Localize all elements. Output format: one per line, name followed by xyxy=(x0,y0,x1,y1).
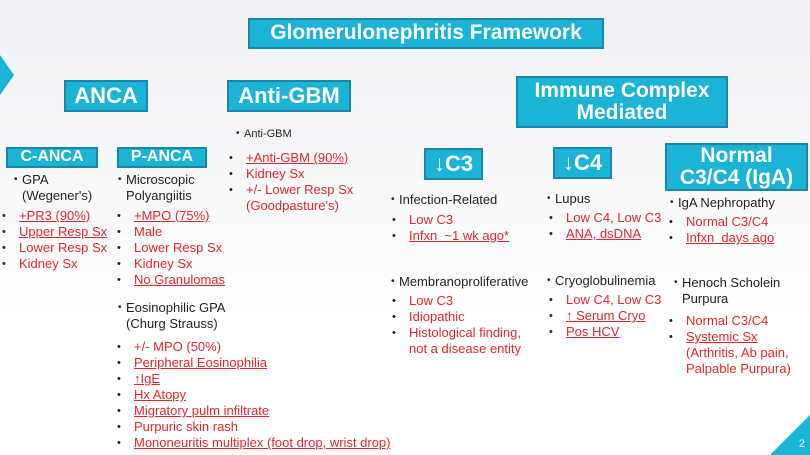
item-text: Hx Atopy xyxy=(134,387,187,402)
list-item: ANA, dsDNA xyxy=(549,226,661,242)
block-items: +/- MPO (50%)Peripheral Eosinophilia↑IgE… xyxy=(117,339,391,451)
list-item: Infxn ~1 wk ago* xyxy=(392,228,509,244)
block-items: Low C4, Low C3↑ Serum CryoPos HCV xyxy=(549,292,661,340)
item-text: Infxn days ago xyxy=(686,230,775,245)
block-heading: IgA Nephropathy xyxy=(670,195,775,211)
item-text: Histological finding, not a disease enti… xyxy=(409,325,522,356)
arrow-decoration xyxy=(0,55,14,95)
item-text: Low C3 xyxy=(409,293,454,308)
list-item: Low C4, Low C3 xyxy=(549,292,661,308)
list-item: Mononeuritis multiplex (foot drop, wrist… xyxy=(117,435,391,451)
item-text: Lower Resp Sx xyxy=(134,240,223,255)
item-text: +PR3 (90%) xyxy=(19,208,91,223)
block-heading: Cryoglobulinemia xyxy=(547,273,655,289)
block-heading: Eosinophilic GPA (Churg Strauss) xyxy=(118,300,225,332)
list-item: Systemic Sx (Arthritis, Ab pain, Palpabl… xyxy=(669,329,791,377)
category-anca: ANCA xyxy=(64,80,148,112)
item-text: Low C4, Low C3 xyxy=(566,292,662,307)
list-item: +/- MPO (50%) xyxy=(117,339,391,355)
item-text: Normal C3/C4 xyxy=(686,214,769,229)
block-heading: Microscopic Polyangiitis xyxy=(118,172,195,204)
block-heading: Membranoproliferative xyxy=(391,274,528,290)
list-item: No Granulomas xyxy=(117,272,225,288)
block-heading: GPA (Wegener's) xyxy=(14,172,92,204)
subcategory-low-c4: ↓C4 xyxy=(553,147,612,179)
item-text: +/- Lower Resp Sx (Goodpasture's) xyxy=(246,182,354,213)
list-item: +PR3 (90%) xyxy=(2,208,107,224)
item-text: Infxn ~1 wk ago* xyxy=(409,228,510,243)
block-items: Low C4, Low C3ANA, dsDNA xyxy=(549,210,661,242)
list-item: ↑ Serum Cryo xyxy=(549,308,661,324)
subcategory-normal-c3-c4: Normal C3/C4 (IgA) xyxy=(665,143,808,191)
list-item: Low C3 xyxy=(392,293,521,309)
item-text: Male xyxy=(134,224,163,239)
subcategory-low-c3: ↓C3 xyxy=(424,148,483,180)
list-item: Low C4, Low C3 xyxy=(549,210,661,226)
list-item: Infxn days ago xyxy=(669,230,774,246)
slide-title: Glomerulonephritis Framework xyxy=(248,18,604,49)
list-item: +/- Lower Resp Sx (Goodpasture's) xyxy=(229,182,353,214)
list-item: Purpuric skin rash xyxy=(117,419,391,435)
item-text: No Granulomas xyxy=(134,272,226,287)
block-items: +Anti-GBM (90%)Kidney Sx+/- Lower Resp S… xyxy=(229,150,353,214)
list-item: Normal C3/C4 xyxy=(669,313,791,329)
block-items: Low C3Infxn ~1 wk ago* xyxy=(392,212,509,244)
list-item: Idiopathic xyxy=(392,309,521,325)
block-heading: Infection-Related xyxy=(391,192,497,208)
list-item: Hx Atopy xyxy=(117,387,391,403)
item-text: +/- MPO (50%) xyxy=(134,339,222,354)
item-text: ↑ Serum Cryo xyxy=(566,308,646,323)
list-item: Peripheral Eosinophilia xyxy=(117,355,391,371)
block-items: Normal C3/C4Infxn days ago xyxy=(669,214,774,246)
block-heading: Lupus xyxy=(547,191,590,207)
block-heading: Anti-GBM xyxy=(236,126,292,142)
list-item: Migratory pulm infiltrate xyxy=(117,403,391,419)
list-item: Normal C3/C4 xyxy=(669,214,774,230)
item-text: Kidney Sx xyxy=(19,256,78,271)
item-text: Low C4, Low C3 xyxy=(566,210,662,225)
category-immune-complex: Immune Complex Mediated xyxy=(516,76,728,128)
item-text: Pos HCV xyxy=(566,324,620,339)
list-item: Kidney Sx xyxy=(229,166,353,182)
item-text: Systemic Sx xyxy=(686,329,758,344)
list-item: Pos HCV xyxy=(549,324,661,340)
block-heading: Henoch Scholein Purpura xyxy=(674,275,780,307)
list-item: Low C3 xyxy=(392,212,509,228)
list-item: +Anti-GBM (90%) xyxy=(229,150,353,166)
category-anti-gbm: Anti-GBM xyxy=(227,80,351,112)
list-item: +MPO (75%) xyxy=(117,208,225,224)
item-text: ↑IgE xyxy=(134,371,161,386)
corner-decoration xyxy=(770,415,810,455)
list-item: Male xyxy=(117,224,225,240)
list-item: ↑IgE xyxy=(117,371,391,387)
item-text: Normal C3/C4 xyxy=(686,313,769,328)
list-item: Kidney Sx xyxy=(2,256,107,272)
item-text: +MPO (75%) xyxy=(134,208,210,223)
page-number: 2 xyxy=(798,438,805,450)
block-items: +MPO (75%)MaleLower Resp SxKidney SxNo G… xyxy=(117,208,225,288)
item-text: Kidney Sx xyxy=(134,256,193,271)
list-item: Histological finding, not a disease enti… xyxy=(392,325,521,357)
item-text: ANA, dsDNA xyxy=(566,226,642,241)
block-items: +PR3 (90%)Upper Resp SxLower Resp SxKidn… xyxy=(2,208,107,272)
item-text: +Anti-GBM (90%) xyxy=(246,150,349,165)
subcategory-p-anca: P-ANCA xyxy=(117,147,207,168)
item-text: Kidney Sx xyxy=(246,166,305,181)
block-items: Low C3IdiopathicHistological finding, no… xyxy=(392,293,521,357)
block-items: Normal C3/C4Systemic Sx (Arthritis, Ab p… xyxy=(669,313,791,377)
item-text: Low C3 xyxy=(409,212,454,227)
item-text: Purpuric skin rash xyxy=(134,419,239,434)
item-text: (Arthritis, Ab pain, Palpable Purpura) xyxy=(686,345,791,376)
item-text: Lower Resp Sx xyxy=(19,240,108,255)
list-item: Lower Resp Sx xyxy=(117,240,225,256)
item-text: Idiopathic xyxy=(409,309,465,324)
list-item: Lower Resp Sx xyxy=(2,240,107,256)
list-item: Upper Resp Sx xyxy=(2,224,107,240)
item-text: Upper Resp Sx xyxy=(19,224,108,239)
subcategory-c-anca: C-ANCA xyxy=(6,147,98,168)
item-text: Mononeuritis multiplex (foot drop, wrist… xyxy=(134,435,391,450)
list-item: Kidney Sx xyxy=(117,256,225,272)
item-text: Peripheral Eosinophilia xyxy=(134,355,267,370)
item-text: Migratory pulm infiltrate xyxy=(134,403,270,418)
